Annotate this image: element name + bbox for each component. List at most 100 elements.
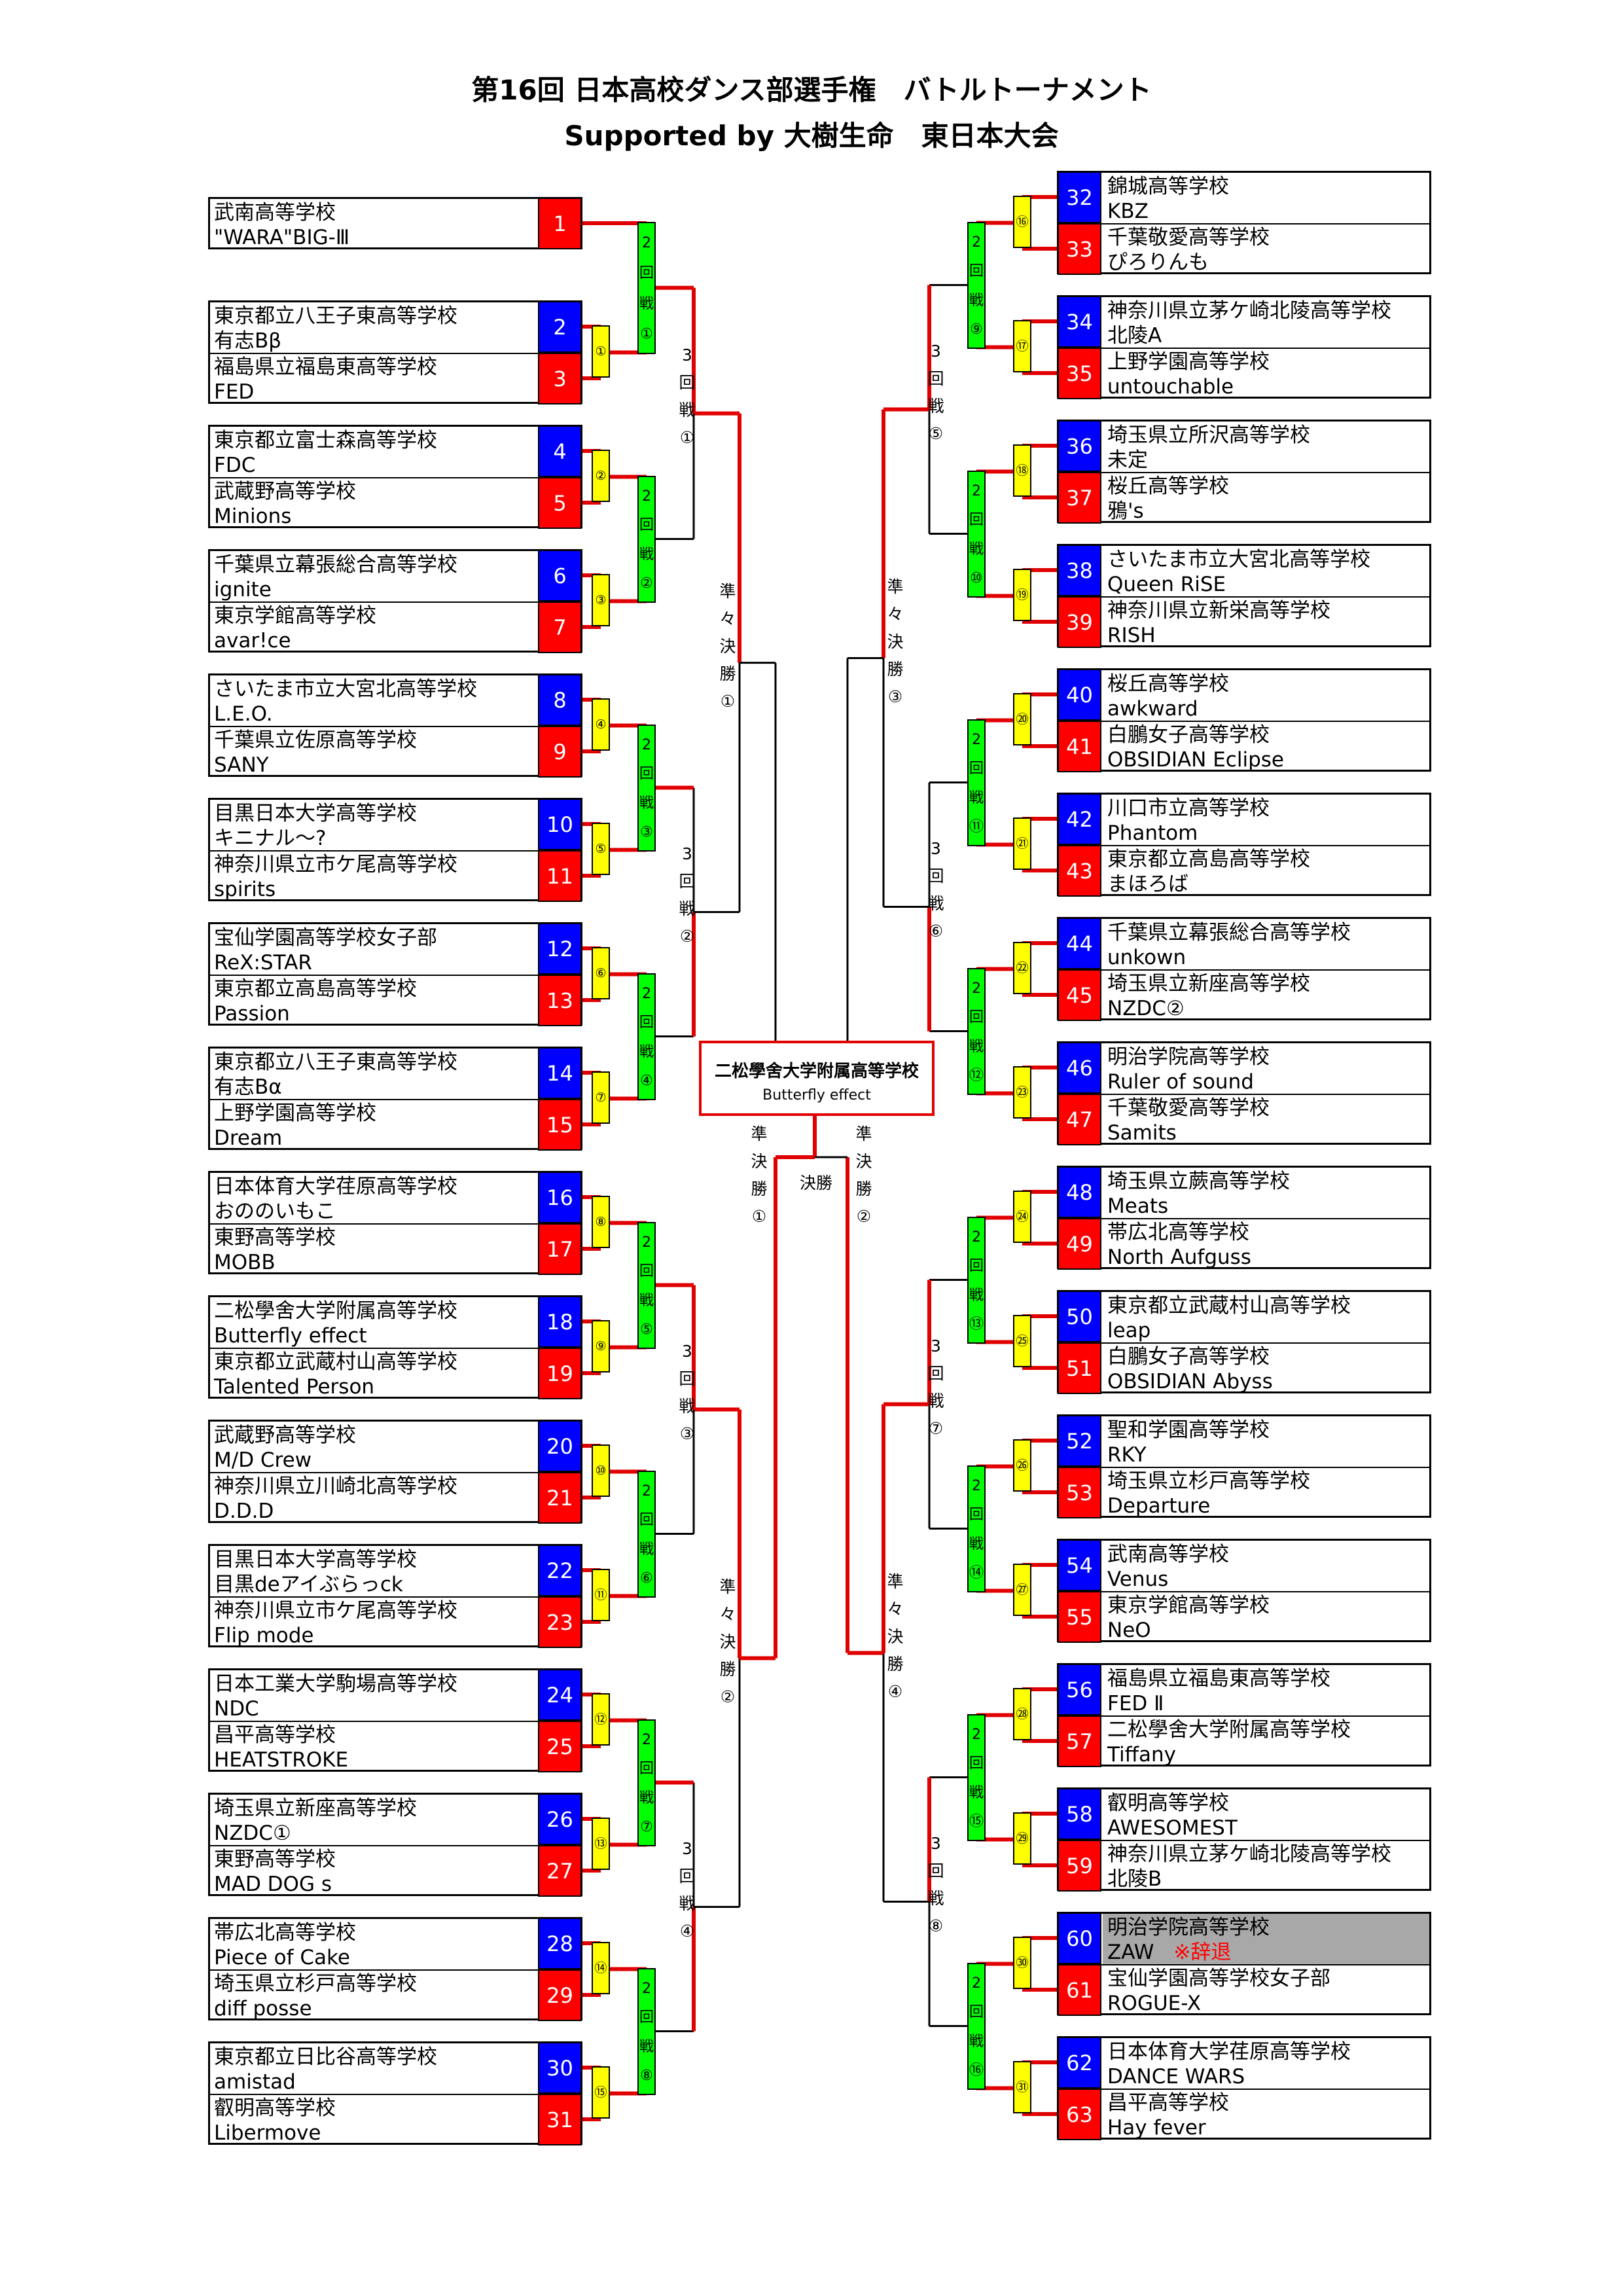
- seed-number: 60: [1058, 1912, 1101, 1964]
- round2-match: [637, 222, 656, 354]
- seed-number: 45: [1058, 969, 1101, 1021]
- round2-match: [967, 719, 986, 846]
- team-name: NZDC①: [214, 1821, 291, 1845]
- round1-label: ⑱: [1016, 463, 1029, 478]
- school-name: 神奈川県立川崎北高等学校: [214, 1475, 457, 1498]
- team-name: Hay fever: [1107, 2116, 1206, 2140]
- team-name: FED Ⅱ: [1107, 1692, 1164, 1715]
- school-name: 武南高等学校: [1107, 1543, 1229, 1566]
- seed-number: 31: [538, 2094, 582, 2145]
- school-name: 埼玉県立新座高等学校: [214, 1797, 417, 1820]
- school-name: 桜丘高等学校: [1107, 672, 1229, 696]
- school-name: 千葉敬愛高等学校: [1107, 1096, 1270, 1120]
- row-divider: [210, 1596, 538, 1598]
- school-name: 東京都立高島高等学校: [1107, 848, 1310, 871]
- school-name: 埼玉県立杉戸高等学校: [1107, 1469, 1310, 1493]
- page-subtitle: Supported by 大樹生命 東日本大会: [564, 120, 1059, 152]
- round1-match: ㉗: [1013, 1564, 1031, 1616]
- round1-match: ㉓: [1013, 1066, 1031, 1119]
- team-name: 北陵A: [1107, 324, 1162, 348]
- row-divider: [1101, 1840, 1429, 1841]
- row-divider: [1101, 223, 1429, 224]
- team-name: Flip mode: [214, 1624, 314, 1647]
- team-name: Talented Person: [214, 1375, 375, 1399]
- school-name: 東京学館高等学校: [214, 604, 376, 628]
- school-name: 桜丘高等学校: [1107, 475, 1229, 498]
- team-name: Minions: [214, 505, 292, 528]
- round2-match: [967, 1962, 986, 2090]
- team-name: HEATSTROKE: [214, 1748, 349, 1772]
- round1-match: ⑩: [592, 1444, 610, 1497]
- team-name: Departure: [1107, 1494, 1211, 1518]
- round1-match: ⑪: [592, 1569, 610, 1621]
- team-name: RISH: [1107, 624, 1156, 647]
- seed-number: 15: [538, 1099, 582, 1151]
- row-divider: [210, 1223, 538, 1225]
- round1-label: ⑪: [594, 1588, 607, 1602]
- round1-label: ㉙: [1016, 1831, 1029, 1846]
- seed-number: 25: [538, 1721, 582, 1772]
- round2-match: [637, 1221, 656, 1349]
- seed-number: 29: [538, 1969, 582, 2021]
- round1-label: ⑨: [595, 1339, 607, 1354]
- round1-match: ⑰: [1013, 320, 1031, 372]
- round1-label: ⑰: [1016, 339, 1029, 353]
- team-name: Butterfly effect: [214, 1324, 367, 1348]
- round1-label: ㉔: [1016, 1210, 1029, 1224]
- seed-number: 28: [538, 1918, 582, 1969]
- round1-match: ㉛: [1013, 2061, 1031, 2113]
- row-divider: [1101, 348, 1429, 349]
- seed-number: 18: [538, 1296, 582, 1348]
- school-name: 川口市立高等学校: [1107, 797, 1270, 820]
- row-divider: [210, 1348, 538, 1349]
- team-name: 有志Bα: [214, 1075, 282, 1099]
- seed-number: 63: [1058, 2089, 1101, 2140]
- seed-number: 59: [1058, 1840, 1101, 1892]
- round1-label: ⑭: [594, 1961, 607, 1975]
- school-name: 神奈川県立市ケ尾高等学校: [214, 853, 457, 876]
- round1-label: ⑯: [1016, 215, 1029, 229]
- round1-match: ㉕: [1013, 1315, 1031, 1367]
- round1-match: ⑫: [592, 1693, 610, 1746]
- round2-match: [637, 724, 656, 852]
- seed-number: 41: [1058, 721, 1101, 772]
- seed-number: 4: [538, 425, 582, 477]
- team-name: MAD DOG s: [214, 1873, 332, 1896]
- school-name: 二松學舍大学附属高等学校: [214, 1299, 457, 1323]
- team-name: Libermove: [214, 2121, 321, 2145]
- team-name: 北陵B: [1107, 1867, 1162, 1891]
- team-name: MOBB: [214, 1251, 276, 1274]
- team-name: おののいもこ: [214, 1200, 336, 1223]
- school-name: 叡明高等学校: [214, 2096, 336, 2120]
- seed-number: 24: [538, 1669, 582, 1721]
- seed-number: 21: [538, 1472, 582, 1524]
- round1-label: ㉚: [1016, 1956, 1029, 1970]
- seed-number: 54: [1058, 1539, 1101, 1591]
- seed-number: 7: [538, 601, 582, 653]
- school-name: 聖和学園高等学校: [1107, 1418, 1270, 1442]
- round1-match: ②: [592, 450, 610, 502]
- seed-number: 10: [538, 798, 582, 850]
- seed-number: 55: [1058, 1591, 1101, 1643]
- round2-match: [967, 221, 986, 349]
